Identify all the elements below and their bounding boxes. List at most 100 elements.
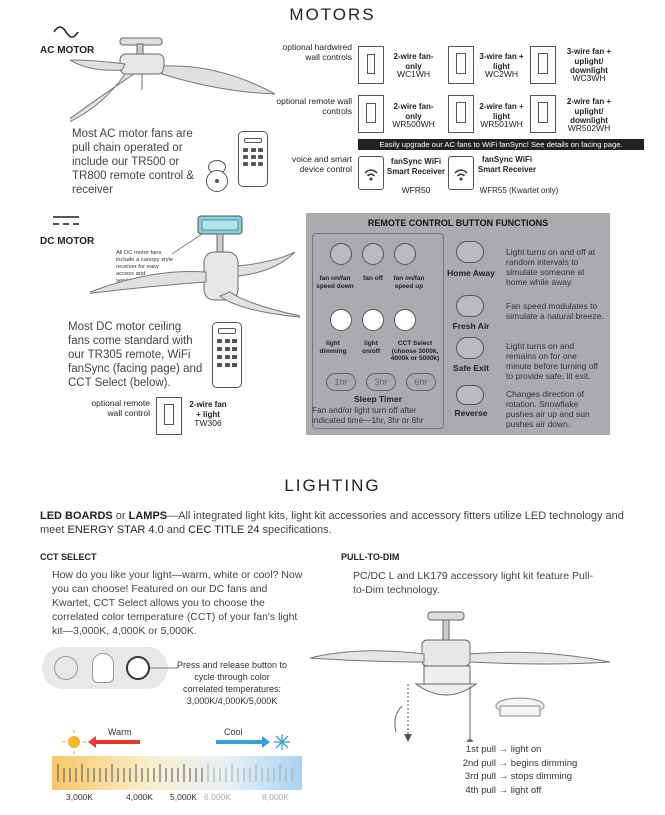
cct-button-strip xyxy=(42,647,168,689)
dc-motor-label: DC MOTOR xyxy=(40,236,95,247)
temp-5000k: 5,000K xyxy=(170,792,197,802)
voice-label: voice and smart device control xyxy=(292,154,352,174)
intro-rest: —All integrated light kits, light kit ac… xyxy=(40,510,624,536)
function-text: Fan speed modulates to simulate a natura… xyxy=(506,301,604,321)
control-title: 3-wire fan + light xyxy=(479,52,524,71)
fan-up-button-icon xyxy=(394,243,416,265)
control-title: 3-wire fan + uplight/ downlight xyxy=(566,47,612,75)
remote-icon xyxy=(238,131,268,187)
ptd-title: PULL-TO-DIM xyxy=(341,552,400,562)
wifi-title: fanSync WiFi Smart Receiver xyxy=(386,157,446,176)
dc-fan-illustration xyxy=(90,215,300,318)
cct-pointer-line xyxy=(150,667,178,669)
function-text: Light turns on and remains on for one mi… xyxy=(506,341,598,381)
pull-step: 2nd pull → begins dimming xyxy=(462,757,578,769)
ac-motor-label: AC MOTOR xyxy=(40,45,95,56)
button-label: fan on/fan speed down xyxy=(316,275,354,290)
wifi-model: WFR50 xyxy=(401,185,431,195)
pull-step: 3rd pull → stops dimming xyxy=(464,771,573,783)
cct-temperature-scale xyxy=(52,730,302,790)
wall-switch-wr502wh xyxy=(530,95,556,133)
timer-3hr-button: 3hr xyxy=(366,373,396,391)
control-model: WR500WH xyxy=(392,119,435,129)
intro-lamps: LAMPS xyxy=(128,510,168,522)
reverse-icon xyxy=(456,385,484,405)
hardwired-label: optional hardwired wall controls xyxy=(282,42,352,62)
control-model: WC3WH xyxy=(572,73,606,83)
fresh-air-icon xyxy=(456,295,484,317)
function-text: Light turns on and off at random interva… xyxy=(506,247,596,287)
function-text: Changes direction of rotation. Snowflake… xyxy=(506,389,590,429)
wall-switch-wc2wh xyxy=(448,46,474,84)
dc-remote-icon xyxy=(212,322,242,388)
button-label: fan off xyxy=(363,275,383,282)
home-away-icon xyxy=(456,241,484,263)
warm-label: Warm xyxy=(108,727,132,737)
dc-description: Most DC motor ceiling fans come standard… xyxy=(68,321,203,389)
dc-wall-label: optional remote wall control xyxy=(91,398,150,418)
cct-button-text: Press and release button to cycle throug… xyxy=(176,660,288,706)
button-label: fan on/fan speed up xyxy=(393,275,425,290)
wall-switch-wr500wh xyxy=(358,95,384,133)
lighting-title: LIGHTING xyxy=(284,476,381,495)
control-model: WR502WH xyxy=(567,123,611,133)
safe-exit-icon xyxy=(456,337,484,359)
remote-functions-panel: REMOTE CONTROL BUTTON FUNCTIONS fan on/f… xyxy=(306,213,610,435)
wifi-title: fanSync WiFi Smart Receiver xyxy=(477,155,537,174)
sleep-timer-title: Sleep Timer xyxy=(353,394,403,404)
intro-led-boards: LED BOARDS xyxy=(40,510,113,522)
cct-button-icon xyxy=(394,309,416,331)
wall-switch-wr501wh xyxy=(448,95,474,133)
wall-switch-wc3wh xyxy=(530,46,556,84)
cool-label: Cool xyxy=(224,727,243,737)
ac-fan-illustration xyxy=(70,37,276,123)
wifi-receiver-wfr55 xyxy=(448,156,474,190)
timer-6hr-button: 6hr xyxy=(406,373,436,391)
remote-panel-title: REMOTE CONTROL BUTTON FUNCTIONS xyxy=(367,218,549,228)
function-name: Safe Exit xyxy=(453,363,489,373)
cct-description: How do you like your light—warm, white o… xyxy=(52,569,303,637)
button-label: light dimming xyxy=(319,340,347,355)
intro-and: and xyxy=(163,524,189,536)
receiver-icon xyxy=(206,160,228,192)
upgrade-banner: Easily upgrade our AC fans to WiFi fanSy… xyxy=(358,139,644,150)
light-bulb-icon xyxy=(362,309,384,331)
intro-end: specifications. xyxy=(259,524,332,536)
timer-1hr-button: 1hr xyxy=(326,373,356,391)
control-title: 2-wire fan-only xyxy=(393,52,434,71)
wifi-model: WFR55 (Kwartet only) xyxy=(479,186,559,195)
control-title: 2-wire fan + uplight/ downlight xyxy=(566,97,612,125)
sleep-timer-text: Fan and/or light turn off after indicate… xyxy=(312,405,424,425)
ptd-description: PC/DC L and LK179 accessory light kit fe… xyxy=(353,570,594,596)
control-model: WC1WH xyxy=(396,69,431,79)
function-name: Reverse xyxy=(454,408,488,418)
temp-8000k: 8,000K xyxy=(262,792,289,802)
intro-or: or xyxy=(112,510,129,522)
fan-off-button-icon xyxy=(362,243,384,265)
fan-down-button-icon xyxy=(330,243,352,265)
temp-3000k: 3,000K xyxy=(66,792,93,802)
wifi-receiver-wfr50 xyxy=(358,156,384,190)
control-model: WC2WH xyxy=(484,69,519,79)
dc-control-title: 2-wire fan + light xyxy=(189,400,227,419)
pull-step: 4th pull → light off xyxy=(465,784,542,796)
control-title: 2-wire fan-only xyxy=(393,102,434,121)
motors-title: MOTORS xyxy=(289,5,376,24)
remote-controls-label: optional remote wall controls xyxy=(276,96,352,116)
light-dim-button-icon xyxy=(330,309,352,331)
dc-symbol-icon xyxy=(53,216,79,225)
pull-steps: 1st pull → light on 2nd pull → begins di… xyxy=(440,743,590,797)
wall-switch-wc1wh xyxy=(358,46,384,84)
function-name: Home Away xyxy=(447,268,495,278)
cct-title: CCT SELECT xyxy=(40,552,97,562)
control-title: 2-wire fan + light xyxy=(479,102,524,121)
ac-description: Most AC motor fans are pull chain operat… xyxy=(72,128,195,196)
temp-6000k: 6,000K xyxy=(204,792,231,802)
dc-control-model: TW306 xyxy=(194,418,222,428)
function-name: Fresh Air xyxy=(452,321,490,331)
button-label: CCT Select (choose 3000k, 4000k or 5000k… xyxy=(390,340,440,362)
temp-4000k: 4,000K xyxy=(126,792,153,802)
intro-energy-star: ENERGY STAR 4.0 xyxy=(67,524,164,536)
control-model: WR501WH xyxy=(480,119,523,129)
button-label: light on/off xyxy=(361,340,381,355)
